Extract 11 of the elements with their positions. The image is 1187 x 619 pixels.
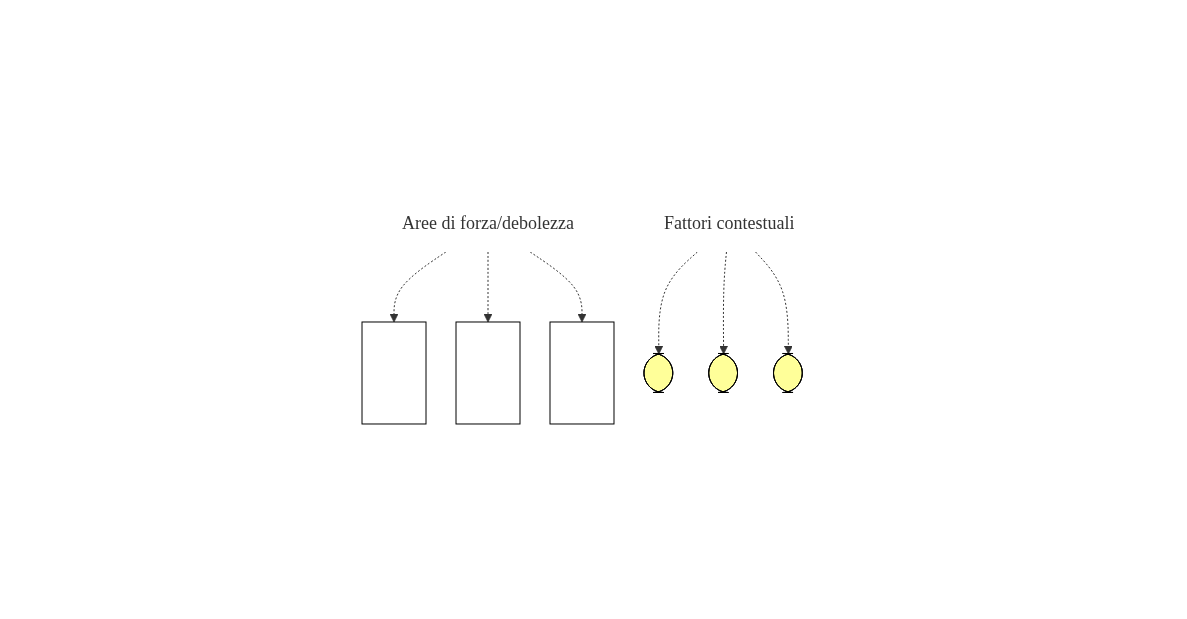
node-text: Fattori contestuali [664,213,795,233]
arrow [389,251,447,323]
node-box [549,321,615,425]
node-box [361,321,427,425]
arrow [654,251,699,355]
arrow [755,251,793,355]
node-box [455,321,521,425]
node-text: Aree di forza/debolezza [402,213,575,233]
arrow [483,251,493,323]
arrow [719,251,729,355]
arrow [529,251,587,323]
